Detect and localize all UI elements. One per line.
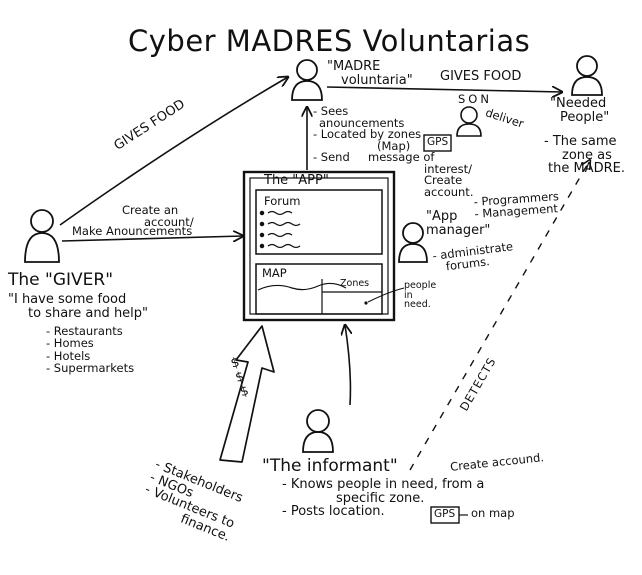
create-account-label: Create an account/ xyxy=(122,203,194,229)
arrow-informant-to-app xyxy=(345,325,350,406)
informant-details: - Knows people in need, from a specific … xyxy=(282,477,485,520)
son-label: SON xyxy=(458,92,492,106)
madre-actions: - Sees anouncements - Located by zones (… xyxy=(313,104,422,164)
giver-quote: "I have some food to share and help" xyxy=(8,292,149,321)
people-pointer xyxy=(367,287,405,303)
map-panel xyxy=(255,263,383,315)
gps-madre-text: GPS xyxy=(427,136,449,148)
map-title: MAP xyxy=(262,266,287,280)
map-zone-divider xyxy=(321,279,382,314)
forum-panel xyxy=(255,189,383,255)
diagram-title: Cyber MADRES Voluntarias xyxy=(128,24,531,58)
madre-actions-cont: message of interest/ Create account. xyxy=(368,150,474,199)
giver-figure xyxy=(24,209,60,263)
arrow-giver-to-madre xyxy=(59,77,288,226)
needed-people-label: "Needed People" xyxy=(550,96,610,125)
zones-label: Zones xyxy=(340,278,370,289)
gives-food-label-2: GIVES FOOD xyxy=(440,69,522,84)
arrow-giver-to-app xyxy=(61,236,243,241)
list-item: - Hotels xyxy=(46,348,91,363)
forum-lines xyxy=(259,210,301,249)
son-figure xyxy=(456,106,482,137)
app-title: The "APP" xyxy=(264,173,329,188)
madre-figure xyxy=(291,59,323,101)
list-item: - Supermarkets xyxy=(46,361,135,376)
funding-arrow xyxy=(219,325,275,463)
gps-informant-text: GPS xyxy=(434,508,456,520)
forum-title: Forum xyxy=(264,194,301,208)
needed-people-figure xyxy=(571,55,603,96)
list-item: - Restaurants xyxy=(46,324,123,338)
app-manager-label: "App manager" xyxy=(426,209,491,238)
giver-name: The "GIVER" xyxy=(8,270,114,290)
app-manager-roles: - Programmers - Management xyxy=(473,189,560,222)
informant-name: "The informant" xyxy=(262,456,398,476)
make-announcements-label: Make Anouncements xyxy=(72,224,193,238)
app-box xyxy=(242,170,396,322)
map-river xyxy=(257,282,347,291)
informant-figure xyxy=(302,409,334,453)
list-item: - Homes xyxy=(46,336,94,351)
madre-label: "MADRE voluntaria" xyxy=(327,59,413,88)
giver-list: - Restaurants - Homes - Hotels - Superma… xyxy=(46,325,134,375)
people-in-need-label: people in need. xyxy=(404,280,437,310)
arrow-madre-to-needed xyxy=(326,87,562,92)
on-map-label: on map xyxy=(471,506,515,520)
needed-same-zone: - The same zone as the MADRE. xyxy=(544,134,625,177)
app-manager-figure xyxy=(398,222,428,263)
gps-box-madre xyxy=(423,134,452,152)
